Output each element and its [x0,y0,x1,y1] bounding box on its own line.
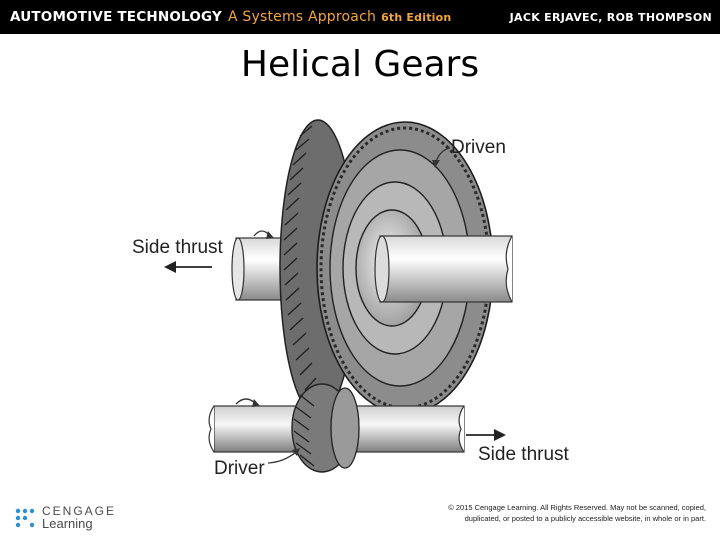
logo-text-learning: Learning [42,516,93,531]
rotation-arrowhead-driver [252,399,260,407]
side-thrust-arrow-right [466,429,506,441]
label-driver: Driver [214,458,265,479]
driven-arrowhead [432,160,440,168]
edition-label: 6th Edition [381,11,452,24]
driver-leader-arrow [267,451,297,464]
side-thrust-arrow-left [164,261,212,273]
copyright-line-1: © 2015 Cengage Learning. All Rights Rese… [448,503,706,512]
slide-title: Helical Gears [240,44,480,85]
logo-text-cengage: CENGAGE [42,504,117,518]
copyright-line-2: duplicated, or posted to a publicly acce… [464,514,706,524]
cengage-logo: CENGAGE Learning [14,505,116,530]
driver-arrowhead [292,448,300,456]
label-side-thrust-right: Side thrust [478,444,569,465]
book-title: AUTOMOTIVE TECHNOLOGY A Systems Approach 6… [10,9,451,25]
driven-shaft-right [374,235,513,303]
book-title-main: AUTOMOTIVE TECHNOLOGY [10,9,222,25]
label-driven: Driven [451,137,506,158]
copyright-notice: © 2015 Cengage Learning. All Rights Rese… [448,502,706,525]
label-side-thrust-left: Side thrust [132,237,223,258]
header-bar: AUTOMOTIVE TECHNOLOGY A Systems Approach 6… [0,0,720,34]
cengage-logo-mark-icon [15,508,35,527]
rotation-arrowhead-driven [266,231,274,239]
book-subtitle: A Systems Approach [227,9,377,25]
authors: JACK ERJAVEC, ROB THOMPSON [509,11,712,24]
driver-gear [208,383,465,473]
